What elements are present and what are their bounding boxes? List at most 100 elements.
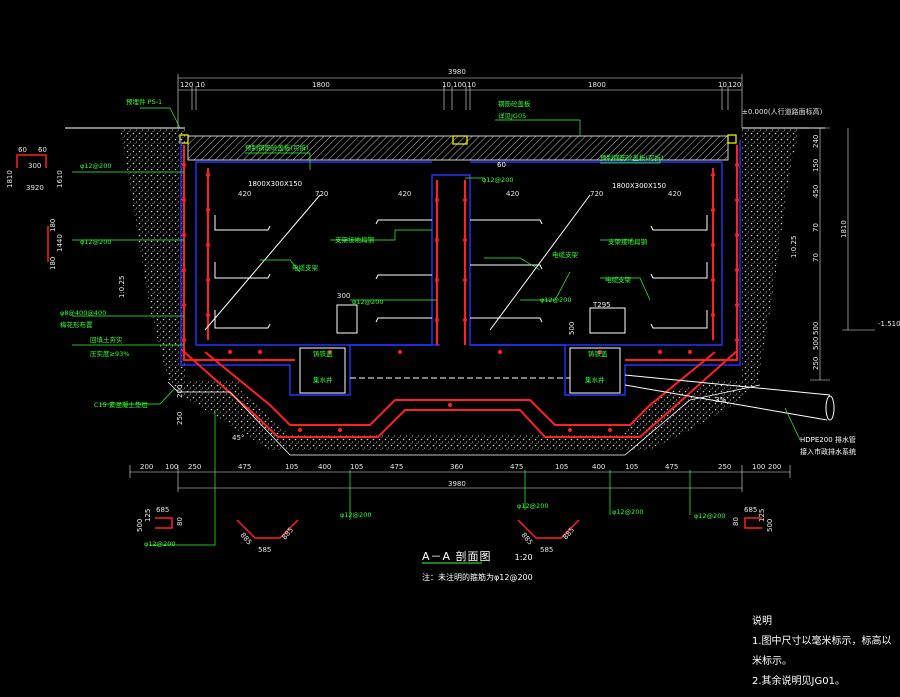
elev-top: ±0.000(人行道路面标高) <box>742 107 823 116</box>
callout-ground1: 支架接地扁钢 <box>335 235 375 244</box>
callout-rebar-mid2: φ12@200 <box>352 298 383 306</box>
bar-bl: 685 <box>156 506 169 514</box>
bar-left-mid: 180 <box>49 257 57 270</box>
callout-beam1: φ8@400@400 <box>60 309 106 317</box>
drawing-subtitle: 注：未注明的箍筋为φ12@200 <box>422 573 533 582</box>
cover-slab <box>179 134 737 161</box>
callout-grate1: 铸铁盖 <box>313 349 333 358</box>
bar-left-top: 60 <box>38 146 47 154</box>
dim-left-bottom: 200 <box>176 385 184 398</box>
dim-bottom-seg: 200 <box>768 463 781 471</box>
cable-brackets <box>204 194 708 331</box>
callout-bracket1: 电缆支架 <box>292 263 319 272</box>
dimension-bottom <box>129 465 791 492</box>
callout-beam2: 梅花形布置 <box>60 320 93 329</box>
drawing-scale: 1:20 <box>514 553 533 562</box>
dim-bottom-seg: 105 <box>285 463 298 471</box>
angle-label: 45° <box>232 434 244 442</box>
dim-500: 500 <box>568 322 576 335</box>
slope-right: 1:0.25 <box>790 236 798 258</box>
callout-compact2: 压实度≥93% <box>90 349 129 358</box>
callout-pipe1: HDPE200 排水管 <box>800 435 856 444</box>
rack-span: 720 <box>590 190 603 198</box>
dim-bottom-seg: 250 <box>188 463 201 471</box>
hook-left: 585 <box>258 546 271 554</box>
rack-span: 720 <box>315 190 328 198</box>
bar-br: 80 <box>732 517 740 526</box>
callout-slab2-dim: 1800X300X150 <box>612 182 666 190</box>
bar-left-mid: 180 <box>49 219 57 232</box>
dim-right-seg: 70 <box>812 253 820 262</box>
dim-bottom-seg: 100 <box>165 463 178 471</box>
bar-br: 685 <box>744 506 757 514</box>
callout-ps1: 预埋件 PS-1 <box>126 97 162 106</box>
dim-bottom-seg: 400 <box>592 463 605 471</box>
slope-left: 1:0.25 <box>118 276 126 298</box>
dim-top-seg: 100 <box>453 81 466 89</box>
dim-top-seg: 1800 <box>588 81 606 89</box>
dim-right-seg: 500 <box>812 322 820 335</box>
callout-slab1-dim: 1800X300X150 <box>248 180 302 188</box>
rack-span: 420 <box>238 190 251 198</box>
dim-bottom-seg: 250 <box>718 463 731 471</box>
callout-60: 60 <box>497 161 506 169</box>
dim-bottom-seg: 475 <box>238 463 251 471</box>
bar-left-mid: 1440 <box>56 234 64 252</box>
dim-bottom-seg: 105 <box>625 463 638 471</box>
dim-top-seg: 1800 <box>312 81 330 89</box>
dim-right-seg: 250 <box>812 357 820 370</box>
callout-bracket2: 电缆支架 <box>552 250 579 259</box>
callout-grate2: 铸铁盖 <box>588 349 608 358</box>
callout-ground2: 支架接地扁钢 <box>608 237 648 246</box>
dim-bottom-seg: 475 <box>390 463 403 471</box>
dimension-right <box>810 127 875 381</box>
callout-slab1: 预制钢筋砼盖板(可拆) <box>245 143 309 152</box>
dim-top-seg: 120 <box>728 81 741 89</box>
dim-right-seg: 70 <box>812 223 820 232</box>
rack-span: 420 <box>398 190 411 198</box>
dim-bottom-seg: 100 <box>752 463 765 471</box>
hook-right: 585 <box>540 546 553 554</box>
dim-top-seg: 10 <box>467 81 476 89</box>
bar-detail-left <box>16 154 49 262</box>
dim-right-seg: 500 <box>812 337 820 350</box>
notes-item: 1.图中尺寸以毫米标示，标高以米标示。 <box>752 636 892 667</box>
callout-pipe2: 接入市政排水系统 <box>800 447 856 456</box>
bar-br: 500 <box>766 519 774 532</box>
rack-span: 420 <box>506 190 519 198</box>
bar-left-top: 1810 <box>6 170 14 188</box>
dim-300: 300 <box>337 292 350 300</box>
callout-rebar-b1: φ12@200 <box>340 511 371 519</box>
dim-bottom-seg: 360 <box>450 463 463 471</box>
callout-rebar-mid1: φ12@200 <box>482 176 513 184</box>
notes-item: 2.其余说明见JG01。 <box>752 676 845 687</box>
bar-detail-bottom <box>155 517 762 539</box>
notes-block: 说明 1.图中尺寸以毫米标示，标高以米标示。 2.其余说明见JG01。 <box>752 612 900 692</box>
callout-rebar-b3: φ12@200 <box>612 508 643 516</box>
dim-right-seg: 240 <box>812 135 820 148</box>
callout-rebar-b4: φ12@200 <box>694 512 725 520</box>
dim-bottom-seg: 105 <box>350 463 363 471</box>
callout-bracket3: 电缆支架 <box>605 275 632 284</box>
bar-bl: 125 <box>144 509 152 522</box>
callout-cover: 钢筋砼盖板 <box>498 99 531 108</box>
dim-bottom-total: 3980 <box>448 480 466 488</box>
callout-rebar-left: φ12@200 <box>144 540 175 548</box>
bar-bl: 500 <box>136 519 144 532</box>
drain-pipe <box>624 374 835 421</box>
dim-bottom-seg: 200 <box>140 463 153 471</box>
hook-right: 885 <box>561 526 576 541</box>
dim-bottom-seg: 400 <box>318 463 331 471</box>
callout-cover-spec: 详见JG05 <box>498 111 526 120</box>
dim-top-seg: 10 <box>718 81 727 89</box>
dim-bottom-seg: 105 <box>555 463 568 471</box>
callout-compact1: 回填土夯实 <box>90 335 123 344</box>
callout-rebar-wall2: φ12@200 <box>80 238 111 246</box>
bar-left-top: 1610 <box>56 170 64 188</box>
callout-slab2: 预制钢筋砼盖板(可拆) <box>600 153 664 162</box>
dim-right-seg: 450 <box>812 185 820 198</box>
bar-br: 125 <box>758 509 766 522</box>
dim-top-seg: 10 <box>442 81 451 89</box>
leader-lines <box>72 107 801 546</box>
